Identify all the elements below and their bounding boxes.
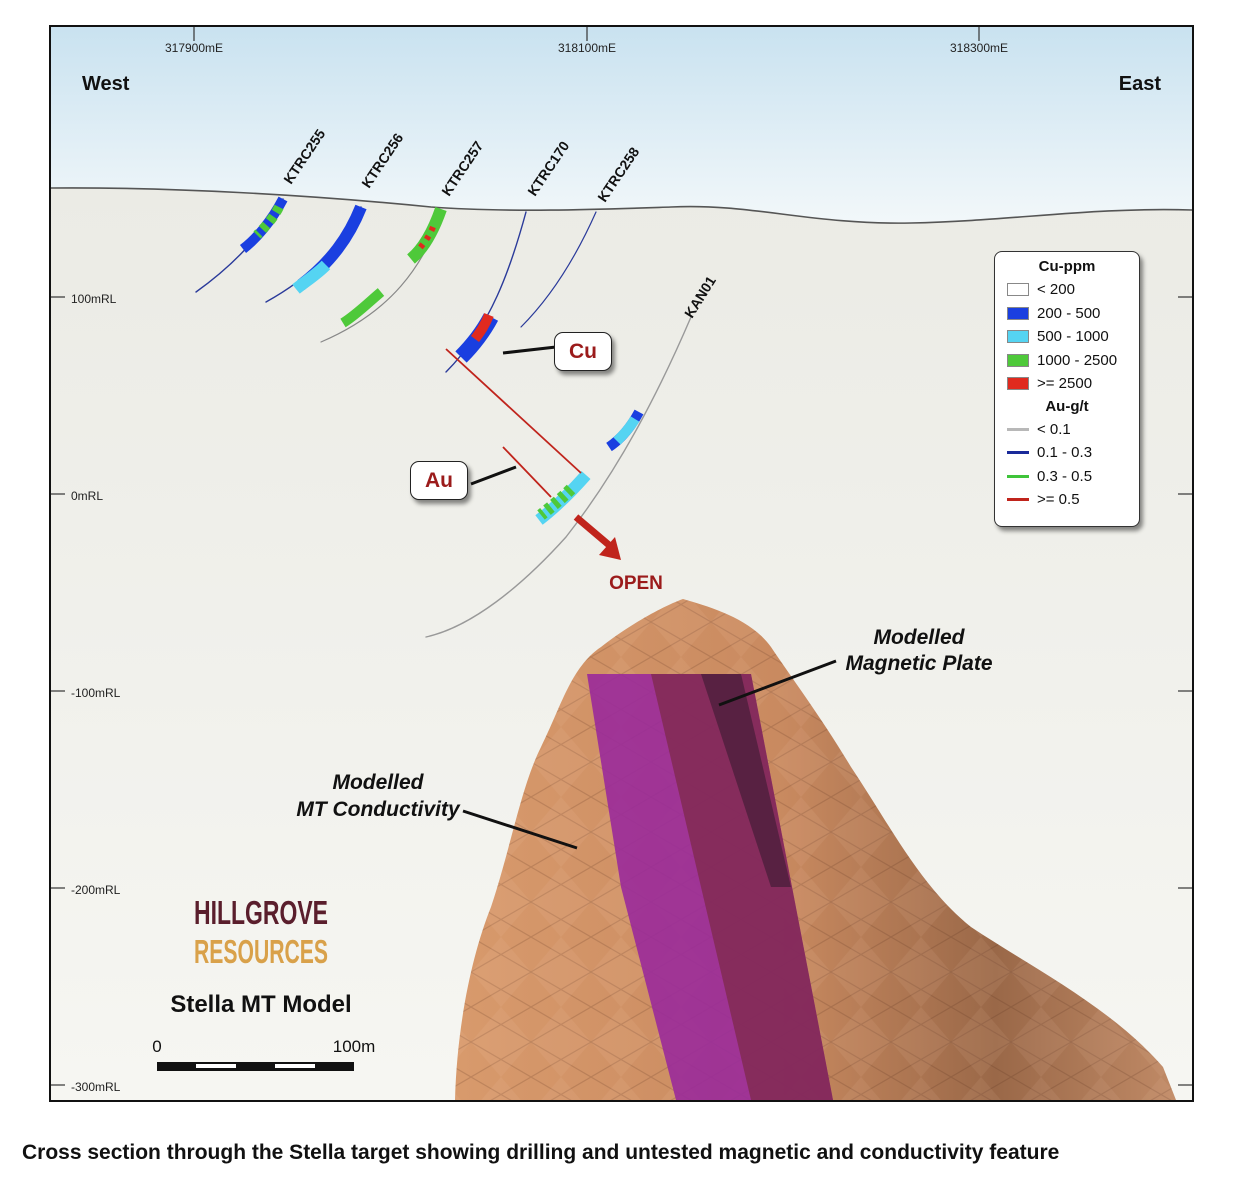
open-label: OPEN — [609, 573, 663, 594]
legend-label: < 0.1 — [1037, 420, 1071, 438]
legend-item: 0.3 - 0.5 — [1007, 465, 1139, 489]
magnetic-plate-edge — [701, 674, 791, 887]
rl-label: 100mRL — [71, 292, 117, 306]
legend-item: 500 - 1000 — [1007, 325, 1139, 349]
scale-bar-segment — [196, 1064, 236, 1068]
legend-label: < 200 — [1037, 281, 1075, 299]
legend-item: < 0.1 — [1007, 418, 1139, 442]
easting-label: 318100mE — [558, 41, 616, 55]
legend-swatch — [1007, 330, 1029, 344]
scale-bar-body — [157, 1062, 354, 1071]
drill-trace-ktrc258 — [520, 211, 597, 328]
legend-item: >= 2500 — [1007, 372, 1139, 396]
au-callout: Au — [410, 461, 468, 500]
cu-interval — [292, 260, 331, 294]
legend-item: >= 0.5 — [1007, 488, 1139, 512]
mt-annotation-line1: Modelled — [332, 771, 424, 794]
scale-bar-segment — [275, 1064, 315, 1068]
drill-trace-kan01 — [425, 316, 692, 638]
open-arrow-head — [599, 537, 621, 560]
magnetic-annotation-line2: Magnetic Plate — [845, 652, 992, 675]
mt-annotation-line2: MT Conductivity — [296, 798, 461, 821]
east-label: East — [1119, 73, 1162, 95]
legend-swatch — [1007, 353, 1029, 367]
magnetic-plate-shadow — [651, 674, 833, 1100]
west-label: West — [82, 73, 130, 95]
cu-interval — [537, 484, 576, 520]
legend-swatch — [1007, 283, 1029, 297]
open-arrow-shaft — [573, 514, 612, 548]
legend-au-title: Au-g/t — [1045, 397, 1089, 415]
au-line — [445, 348, 582, 474]
legend-label: >= 2500 — [1037, 375, 1093, 393]
legend-swatch — [1007, 427, 1029, 431]
au-lines — [445, 348, 582, 498]
cu-interval — [253, 204, 284, 239]
scale-end-label: 100m — [333, 1037, 376, 1056]
grid-ticks — [51, 27, 1192, 1086]
rl-label: -300mRL — [71, 1080, 121, 1094]
legend-swatch — [1007, 377, 1029, 391]
model-title: Stella MT Model — [170, 991, 351, 1018]
cu-interval — [414, 225, 436, 254]
cross-section-figure: 317900mE 318100mE 318300mE 100mRL 0mRL -… — [49, 25, 1194, 1102]
cu-interval — [470, 313, 494, 342]
legend-label: >= 0.5 — [1037, 491, 1080, 509]
legend-cu-items: < 200 200 - 500 500 - 1000 1000 - 2500 >= 25… — [1007, 278, 1139, 396]
legend-swatch — [1007, 498, 1029, 502]
scale-start-label: 0 — [152, 1037, 161, 1056]
easting-label: 318300mE — [950, 41, 1008, 55]
rl-label: -100mRL — [71, 686, 121, 700]
au-line — [502, 446, 552, 498]
cu-callout: Cu — [554, 332, 612, 371]
legend-au-items: < 0.1 0.1 - 0.3 0.3 - 0.5 >= 0.5 — [1007, 418, 1139, 512]
legend-cu-title: Cu-ppm — [1038, 258, 1096, 275]
grid-tick-labels: 317900mE 318100mE 318300mE 100mRL 0mRL -… — [71, 41, 1008, 1094]
legend-label: 0.1 - 0.3 — [1037, 444, 1093, 462]
logo-line1: HILLGROVE — [194, 894, 328, 931]
magnetic-leader — [718, 659, 837, 707]
magnetic-annotation-line1: Modelled — [873, 626, 965, 649]
legend-item: < 200 — [1007, 278, 1139, 302]
figure-caption: Cross section through the Stella target … — [22, 1141, 1060, 1164]
legend: Cu-ppm < 200 200 - 500 500 - 1000 1000 - 25… — [994, 251, 1140, 527]
rl-label: 0mRL — [71, 489, 103, 503]
legend-label: 500 - 1000 — [1037, 328, 1109, 346]
cu-interval — [613, 416, 640, 445]
topography-line — [51, 187, 1192, 224]
cu-intervals — [239, 196, 644, 525]
legend-label: 200 - 500 — [1037, 304, 1101, 322]
easting-label: 317900mE — [165, 41, 223, 55]
legend-label: 1000 - 2500 — [1037, 351, 1118, 369]
legend-item: 0.1 - 0.3 — [1007, 441, 1139, 465]
cross-section-canvas: 317900mE 318100mE 318300mE 100mRL 0mRL -… — [51, 27, 1192, 1100]
legend-swatch — [1007, 451, 1029, 455]
legend-swatch — [1007, 306, 1029, 320]
legend-label: 0.3 - 0.5 — [1037, 467, 1093, 485]
rl-label: -200mRL — [71, 883, 121, 897]
cu-leader — [502, 345, 557, 355]
mt-leader — [462, 809, 578, 850]
legend-item: 1000 - 2500 — [1007, 349, 1139, 373]
cu-interval — [340, 288, 385, 328]
scale-bar: 0 100m — [152, 1037, 375, 1071]
legend-item: 200 - 500 — [1007, 302, 1139, 326]
au-leader — [470, 465, 517, 486]
logo-line2: RESOURCES — [194, 933, 328, 970]
legend-swatch — [1007, 474, 1029, 478]
